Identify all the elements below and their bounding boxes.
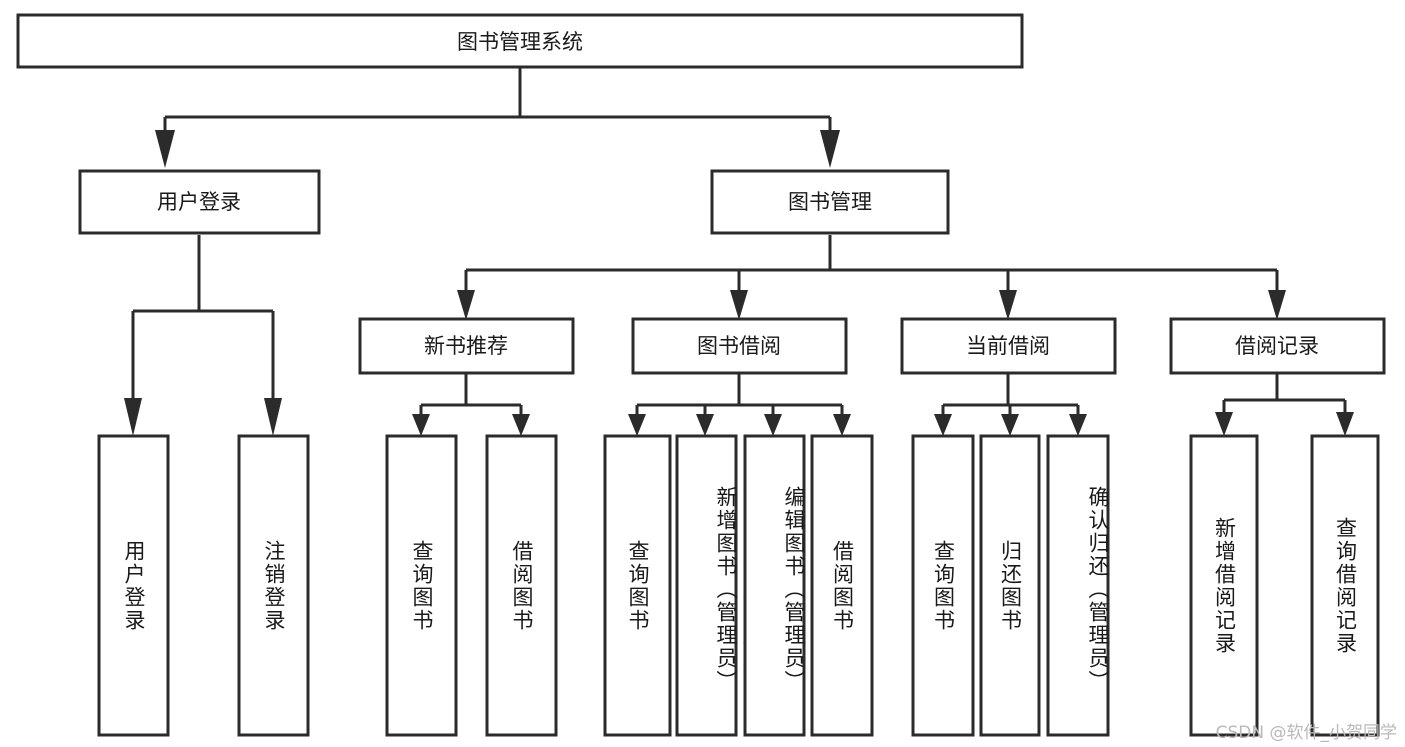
arrow-head-icon [1336, 412, 1354, 436]
node-book-management[interactable]: 图书管理 [710, 169, 950, 235]
arrow-head-icon [457, 290, 475, 320]
node-root-system[interactable]: 图书管理系统 [16, 13, 1024, 69]
node-label: 新书推荐 [424, 334, 508, 358]
arrow-head-icon [264, 398, 282, 436]
leaf-box-current-query[interactable] [911, 434, 975, 737]
node-label: 当前借阅 [966, 334, 1050, 358]
node-box [1169, 317, 1386, 375]
arrow-head-icon [999, 290, 1017, 320]
connector-userlogin-to-leaves [124, 235, 282, 436]
arrow-head-icon [124, 398, 142, 436]
leaf-box-borrow-add[interactable] [675, 434, 738, 737]
arrow-head-icon [512, 414, 530, 436]
leaf-box-record-add[interactable] [1189, 434, 1259, 737]
leaf-box-user-login[interactable] [97, 434, 170, 737]
node-current-borrow[interactable]: 当前借阅 [900, 317, 1117, 375]
leaf-box-newbook-query[interactable] [385, 434, 458, 737]
connector-current-to-leaves [934, 373, 1087, 436]
connector-root-to-level2 [155, 68, 840, 168]
arrow-head-icon [833, 414, 851, 436]
node-box [900, 317, 1117, 375]
leaf-box-record-query[interactable] [1310, 434, 1380, 737]
arrow-head-icon [412, 414, 430, 436]
leaf-box-borrow-query[interactable] [603, 434, 672, 737]
node-box [710, 169, 950, 235]
node-new-book-recommend[interactable]: 新书推荐 [358, 317, 575, 375]
node-user-login[interactable]: 用户登录 [78, 169, 321, 235]
arrow-head-icon [934, 414, 952, 436]
csdn-watermark: CSDN @软件_小贺同学 [1215, 723, 1397, 743]
node-label: 图书借阅 [697, 334, 781, 358]
node-box [78, 169, 321, 235]
arrow-head-icon [1268, 290, 1286, 320]
node-label: 图书管理 [788, 190, 872, 214]
arrow-head-icon [820, 130, 840, 168]
node-label: 借阅记录 [1235, 334, 1319, 358]
arrow-head-icon [1215, 412, 1233, 436]
leaf-box-newbook-borrow[interactable] [485, 434, 558, 737]
node-label: 用户登录 [157, 190, 241, 214]
arrow-head-icon [1001, 414, 1019, 436]
arrow-head-icon [730, 290, 748, 320]
connector-borrow-to-leaves [628, 373, 851, 436]
node-book-borrow[interactable]: 图书借阅 [631, 317, 848, 375]
leaf-box-borrow-edit[interactable] [743, 434, 806, 737]
leaf-box-borrow-lend[interactable] [810, 434, 874, 737]
connector-record-to-leaves [1215, 373, 1354, 436]
leaf-box-user-logout[interactable] [237, 434, 310, 737]
arrow-head-icon [1069, 414, 1087, 436]
node-label: 图书管理系统 [457, 30, 583, 54]
connector-bookmgmt-to-level3 [457, 235, 1286, 320]
arrow-head-icon [155, 130, 175, 168]
leaf-box-current-return[interactable] [979, 434, 1041, 737]
node-box [16, 13, 1024, 69]
node-box [358, 317, 575, 375]
connector-newbook-to-leaves [412, 373, 530, 436]
arrow-head-icon [696, 414, 714, 436]
arrow-head-icon [764, 414, 782, 436]
node-borrow-record[interactable]: 借阅记录 [1169, 317, 1386, 375]
node-box [631, 317, 848, 375]
leaf-box-current-confirm[interactable] [1046, 434, 1110, 737]
arrow-head-icon [628, 414, 646, 436]
